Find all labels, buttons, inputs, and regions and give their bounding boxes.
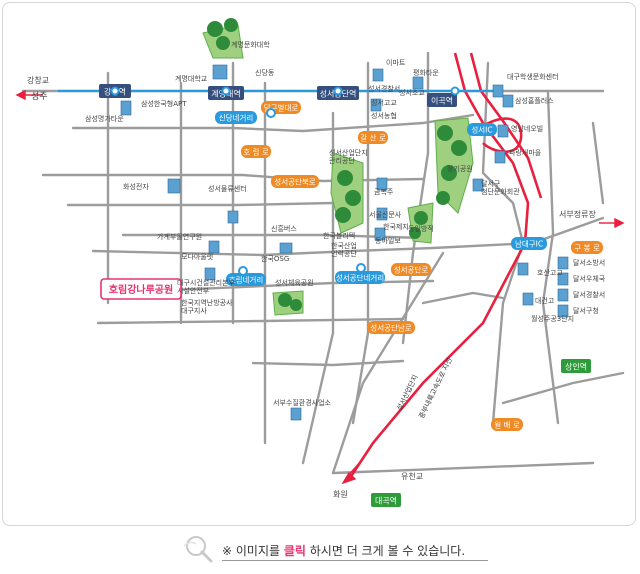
svg-text:한국볼리텍: 한국볼리텍	[323, 231, 355, 240]
intersection-badges: 신당네거리 호림네거리 성서공단네거리 성서IC 남대구IC	[215, 111, 547, 286]
svg-text:달서경찰서: 달서경찰서	[573, 290, 605, 299]
svg-text:성서공단로: 성서공단로	[394, 265, 429, 275]
svg-text:달서구청: 달서구청	[573, 306, 599, 315]
svg-text:상인역: 상인역	[565, 362, 587, 372]
svg-text:강창교: 강창교	[27, 75, 49, 85]
svg-text:성서초교: 성서초교	[399, 88, 425, 97]
svg-text:남대구IC: 남대구IC	[515, 240, 543, 249]
svg-text:호림강나루공원: 호림강나루공원	[109, 283, 173, 296]
svg-text:파랑새마을: 파랑새마을	[509, 148, 542, 157]
svg-text:중부내륙고속도로 지선: 중부내륙고속도로 지선	[417, 356, 454, 420]
highway	[346, 52, 543, 482]
svg-text:월성주공3단지: 월성주공3단지	[531, 314, 574, 323]
svg-text:장기공원: 장기공원	[447, 164, 473, 173]
svg-text:한국OSG: 한국OSG	[261, 255, 289, 263]
svg-text:동아일보: 동아일보	[375, 236, 401, 245]
svg-text:성서농협: 성서농협	[371, 111, 397, 120]
svg-text:한국제지: 한국제지	[383, 222, 409, 231]
svg-text:호산고교: 호산고교	[537, 268, 563, 277]
svg-text:성서고교: 성서고교	[371, 98, 397, 107]
svg-text:갈 산 로: 갈 산 로	[360, 133, 386, 143]
svg-text:성서공단북로: 성서공단북로	[274, 177, 315, 187]
svg-text:성서공단네거리: 성서공단네거리	[336, 273, 384, 283]
park-marker[interactable]: 호림강나루공원	[100, 278, 182, 300]
svg-text:이곡역: 이곡역	[431, 96, 453, 106]
svg-text:달서우체국: 달서우체국	[573, 274, 606, 283]
svg-text:계명대학교: 계명대학교	[175, 74, 208, 83]
subway-stations	[110, 86, 460, 276]
svg-text:영남네오빌: 영남네오빌	[511, 124, 543, 133]
svg-text:서울신문사: 서울신문사	[369, 210, 402, 219]
svg-text:월 배 로: 월 배 로	[494, 420, 520, 430]
svg-text:성서체육공원: 성서체육공원	[275, 278, 314, 287]
svg-text:평화타운: 평화타운	[413, 68, 439, 77]
map[interactable]: 강창역 계명대역 성서공단역 이곡역 상인역 대곡역 달구벌대로 갈 산 로 호…	[2, 2, 636, 526]
svg-text:성서물류센터: 성서물류센터	[208, 184, 247, 193]
svg-text:구 봉 로: 구 봉 로	[574, 244, 600, 253]
svg-text:가계부물연구원: 가계부물연구원	[157, 232, 202, 241]
click-word: 클릭	[283, 544, 306, 558]
svg-text:달구벌대로: 달구벌대로	[264, 103, 299, 113]
svg-text:신당네거리: 신당네거리	[219, 113, 254, 123]
svg-text:금복주: 금복주	[374, 188, 394, 196]
road-label-bubbles: 달구벌대로 갈 산 로 호 림 로 성서공단북로 성서공단로 성서공단남로 구 …	[241, 101, 603, 431]
svg-text:유천교: 유천교	[401, 471, 423, 481]
svg-text:호 림 로: 호 림 로	[243, 148, 269, 157]
building-icons	[120, 64, 569, 421]
svg-text:대곡역: 대곡역	[375, 496, 397, 506]
svg-text:성서공단남로: 성서공단남로	[370, 323, 411, 333]
svg-text:서부수질환경사업소: 서부수질환경사업소	[273, 398, 332, 407]
svg-text:성서IC: 성서IC	[471, 126, 492, 135]
svg-text:화성전자: 화성전자	[123, 182, 149, 191]
svg-text:대건고: 대건고	[535, 296, 555, 305]
svg-text:신흥버스: 신흥버스	[271, 224, 297, 233]
svg-text:동일방직: 동일방직	[408, 224, 434, 233]
svg-text:화원: 화원	[333, 490, 348, 499]
caption-bar: ※ 이미지를 클릭 하시면 더 크게 볼 수 있습니다.	[0, 530, 640, 570]
svg-text:계명문화대학: 계명문화대학	[231, 40, 270, 49]
tree-clusters	[207, 18, 467, 311]
svg-text:달서소방서: 달서소방서	[573, 258, 605, 267]
caption-text: ※ 이미지를 클릭 하시면 더 크게 볼 수 있습니다.	[222, 544, 466, 558]
svg-text:삼성명가타운: 삼성명가타운	[85, 114, 124, 123]
rotated-road-labels: 성서산업단지 중부내륙고속도로 지선	[395, 356, 454, 420]
svg-text:모다아울렛: 모다아울렛	[181, 252, 214, 261]
svg-text:신당동: 신당동	[255, 68, 275, 77]
station-igok: 이곡역	[427, 93, 457, 107]
svg-text:삼성홈플러스: 삼성홈플러스	[515, 96, 554, 105]
place-labels: 계명문화대학 계명대학교 신당동 이마트 성서경찰서 성서초교 평화타운 대구학…	[27, 40, 606, 499]
station-daegok: 대곡역	[371, 493, 401, 507]
svg-text:대구학생문화센터: 대구학생문화센터	[507, 72, 559, 81]
svg-text:이마트: 이마트	[386, 58, 406, 67]
magnifier-icon	[183, 536, 213, 563]
svg-text:성서경찰서: 성서경찰서	[368, 84, 400, 93]
caption-underline	[222, 560, 488, 561]
svg-text:성주: 성주	[31, 91, 48, 102]
svg-text:호림네거리: 호림네거리	[229, 276, 264, 285]
svg-text:삼성한국형APT: 삼성한국형APT	[141, 99, 187, 108]
station-sangin: 상인역	[561, 359, 591, 373]
direction-arrows	[15, 89, 625, 485]
svg-text:서부정류장: 서부정류장	[559, 209, 596, 219]
